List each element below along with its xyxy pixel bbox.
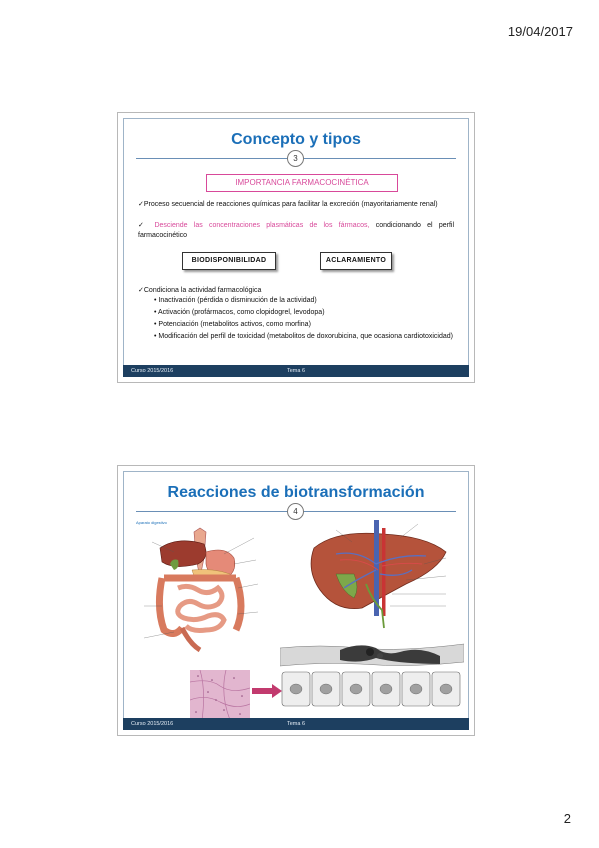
footer-topic: Tema 6 (286, 721, 306, 727)
arrow-right-icon (252, 684, 282, 698)
slide-footer: Curso 2015/2016 Tema 6 (123, 718, 469, 730)
bullet-potentiation: • Potenciación (metabolitos activos, com… (154, 321, 311, 328)
digestive-system-illustration: Aparato digestivo (136, 520, 259, 653)
slide-4: Reacciones de biotransformación 4 Aparat… (118, 466, 474, 735)
slide-title: Concepto y tipos (231, 131, 361, 148)
paragraph-rest: condicionando el perfil farmacocinético (138, 222, 455, 239)
bioavailability-box: BIODISPONIBILIDAD (182, 252, 276, 270)
pk-importance-box: IMPORTANCIA FARMACOCINÉTICA (206, 174, 398, 192)
paragraph-process: ✓Proceso secuencial de reacciones químic… (138, 201, 438, 208)
slide-number-badge: 3 (287, 150, 304, 167)
paragraph-concentrations: ✓ Desciende las concentraciones plasmáti… (138, 221, 454, 241)
slide-3: Concepto y tipos 3 IMPORTANCIA FARMACOCI… (118, 113, 474, 382)
footer-topic: Tema 6 (286, 368, 306, 374)
footer-course: Curso 2015/2016 (131, 721, 174, 727)
check-mark: ✓ (138, 222, 155, 229)
hepatocyte-illustration (280, 643, 464, 707)
highlight-text: Desciende las concentraciones plasmática… (154, 222, 370, 229)
bullet-activation: • Activación (profármacos, como clopidog… (154, 309, 325, 316)
bullet-toxicity: • Modificación del perfil de toxicidad (… (154, 333, 453, 340)
footer-course: Curso 2015/2016 (131, 368, 174, 374)
liver-illustration (310, 520, 447, 629)
slide-number-badge: 4 (287, 503, 304, 520)
clearance-box: ACLARAMIENTO (320, 252, 392, 270)
slide-title: Reacciones de biotransformación (167, 484, 425, 501)
liver-micrograph (190, 670, 250, 720)
paragraph-activity: ✓Condiciona la actividad farmacológica (138, 287, 262, 294)
page-date: 19/04/2017 (507, 24, 573, 39)
slide-footer: Curso 2015/2016 Tema 6 (123, 365, 469, 377)
page-number: 2 (563, 811, 571, 826)
digestive-heading: Aparato digestivo (136, 520, 168, 525)
bullet-inactivation: • Inactivación (pérdida o disminución de… (154, 297, 317, 304)
